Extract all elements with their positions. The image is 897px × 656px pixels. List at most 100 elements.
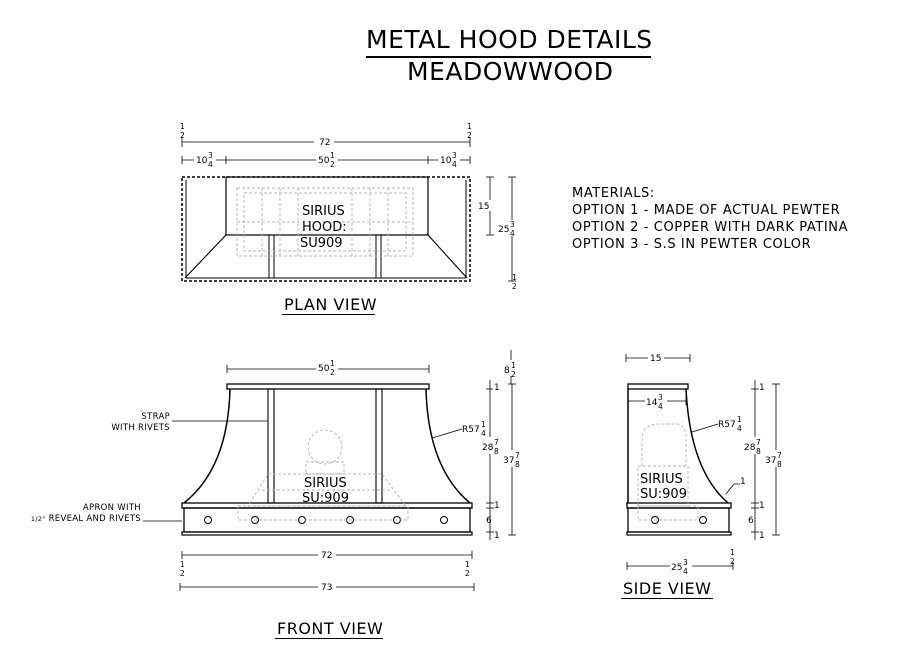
front-view: SIRIUS SU:909 (143, 350, 524, 593)
apron-note-line-2: 1/2" REVEAL AND RIVETS (30, 514, 141, 525)
side-dim-top-bg (648, 352, 664, 363)
front-dim-73-bg (318, 581, 336, 592)
front-dim-rise-bg (503, 360, 519, 376)
front-dim-rise-den: 2 (511, 370, 516, 379)
side-ghost-duct (641, 423, 687, 466)
side-half-num: 1 (730, 548, 735, 557)
drawing-title: METAL HOOD DETAILS (366, 25, 653, 54)
front-dim-height: 37 (503, 456, 514, 466)
plan-half-left-den: 2 (180, 131, 185, 140)
side-half-den: 2 (730, 557, 735, 566)
side-radius: R57 (718, 420, 736, 430)
side-view: SIRIUS SU:909 15 1 4 (625, 352, 786, 576)
material-option-3: OPTION 3 - S.S IN PEWTER COLOR (572, 237, 812, 252)
plan-dim-mid-den: 2 (330, 160, 335, 169)
plan-dim-72-bg (314, 136, 334, 147)
side-dim-inner-den: 4 (658, 402, 663, 411)
side-view-label: SIDE VIEW (623, 579, 712, 598)
front-radius-leader (431, 428, 463, 439)
plan-dim-left-num: 3 (208, 151, 213, 160)
front-dim-body: 28 (482, 443, 494, 453)
side-lip: 1 (740, 477, 746, 487)
front-ghost-body (247, 473, 407, 507)
plan-half-bottom-den: 2 (512, 282, 517, 291)
front-dim-top-den: 2 (330, 368, 335, 377)
side-dim-body-num: 7 (756, 438, 761, 447)
material-option-1: OPTION 1 - MADE OF ACTUAL PEWTER (572, 203, 841, 218)
strap-note-line-1: STRAP (141, 412, 170, 422)
plan-view: SIRIUS HOOD: SU909 72 10 3 4 (180, 122, 519, 291)
side-dim-height-num: 7 (777, 451, 782, 460)
plan-ghost-label-3: SU909 (300, 236, 343, 251)
side-ghost-base (637, 505, 699, 521)
side-radius-den: 4 (737, 424, 742, 433)
plan-ghost-label-1: SIRIUS (302, 204, 345, 219)
plan-right-bevel (427, 234, 468, 279)
front-dim-height-den: 8 (515, 460, 520, 469)
plan-half-right-num: 1 (467, 122, 472, 131)
side-top-cap (627, 383, 689, 390)
plan-top-box (225, 176, 429, 236)
front-half-right-den: 2 (465, 569, 470, 578)
side-dim-top: 15 (650, 354, 661, 364)
side-dim-one-mid: 1 (759, 501, 765, 511)
plan-dim-mid: 50 (318, 156, 330, 166)
front-dim-height-num: 7 (515, 451, 520, 460)
front-dim-height-bg (502, 450, 524, 467)
plan-dim-right-bg (438, 153, 460, 169)
plan-outline (181, 176, 471, 282)
side-ghost-label-2: SU:909 (640, 487, 687, 502)
side-dim-one-top: 1 (759, 383, 765, 393)
front-half-left-den: 2 (180, 569, 185, 578)
materials-heading: MATERIALS: (572, 186, 655, 201)
front-dim-top: 50 (318, 364, 330, 374)
side-dim-bottom-bg (670, 559, 692, 575)
plan-view-label: PLAN VIEW (284, 295, 378, 314)
side-ghost-insert (637, 423, 699, 521)
front-ghost-label-1: SIRIUS (304, 476, 347, 491)
drawing-subtitle: MEADOWWOOD (407, 57, 614, 86)
front-dim-body-num: 7 (494, 438, 499, 447)
plan-dim-left: 10 (196, 156, 208, 166)
side-view-underline (621, 598, 713, 599)
plan-dim-25-num: 3 (510, 220, 515, 229)
apron-note-fraction: 1/2" (30, 515, 46, 523)
front-radius-num: 1 (481, 420, 486, 429)
side-dim-body-den: 8 (756, 447, 761, 456)
side-dim-one-bottom: 1 (759, 531, 765, 541)
side-apron (627, 507, 730, 533)
side-dim-bottom-num: 3 (683, 558, 688, 567)
front-apron-bottom (181, 531, 473, 536)
plan-dim-15-bg (477, 200, 491, 211)
front-right-curve (425, 388, 471, 504)
front-dim-73: 73 (321, 583, 332, 593)
title-underline (366, 56, 651, 58)
front-dim-body-den: 8 (494, 447, 499, 456)
front-dim-six: 6 (486, 516, 492, 526)
side-front-curve (685, 388, 729, 504)
front-strap-right (375, 388, 383, 504)
plan-dim-25-den: 4 (510, 229, 515, 238)
plan-dim-left-den: 4 (208, 160, 213, 169)
plan-left-bevel (184, 234, 227, 279)
front-dim-top-num: 1 (330, 359, 335, 368)
front-dim-rise: 8 (504, 366, 510, 376)
side-ghost-label-1: SIRIUS (640, 472, 683, 487)
material-option-2: OPTION 2 - COPPER WITH DARK PATINA (572, 220, 849, 235)
front-dim-72: 72 (321, 551, 332, 561)
strap-note: STRAP WITH RIVETS (100, 412, 170, 434)
plan-dim-right-num: 3 (452, 151, 457, 160)
side-apron-top (626, 502, 732, 509)
front-dim-rise-num: 1 (511, 361, 516, 370)
apron-note-line-1: APRON WITH (82, 503, 141, 513)
front-ghost-base (237, 505, 409, 521)
front-left-curve (183, 388, 231, 504)
plan-half-right-den: 2 (467, 131, 472, 140)
front-strap-left (267, 388, 275, 504)
front-view-underline (275, 638, 383, 639)
front-radius-den: 4 (481, 429, 486, 438)
front-half-right-num: 1 (465, 560, 470, 569)
side-dim-six: 6 (748, 516, 754, 526)
plan-ghost-label-2: HOOD: (302, 220, 347, 235)
